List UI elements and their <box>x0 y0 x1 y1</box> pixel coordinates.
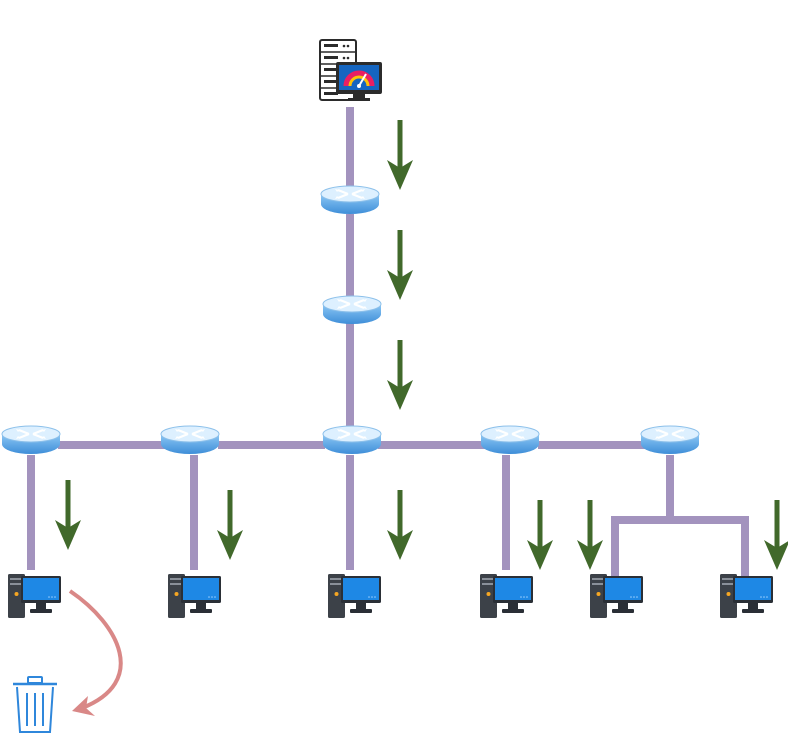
router-icon <box>159 424 221 456</box>
flow-arrows <box>55 120 788 570</box>
desktop-computer-icon <box>168 574 221 618</box>
network-links <box>27 107 749 578</box>
desktop-computer-icon <box>720 574 773 618</box>
down-arrow-icon <box>387 340 413 410</box>
desktop-computer-icon <box>590 574 643 618</box>
router-icon <box>0 424 62 456</box>
link-router-far-right-pc-5 <box>611 455 674 578</box>
router-icon <box>479 424 541 456</box>
desktop-computer-icon <box>328 574 381 618</box>
down-arrow-icon <box>217 490 243 560</box>
server-monitor-icon <box>319 39 382 101</box>
trash-bin-icon <box>13 676 57 733</box>
down-arrow-icon <box>577 500 603 570</box>
desktop-computer-icon <box>480 574 533 618</box>
down-arrow-icon <box>764 500 788 570</box>
desktop-computer-icon <box>8 574 61 618</box>
down-arrow-icon <box>387 230 413 300</box>
router-icon <box>639 424 701 456</box>
down-arrow-icon <box>387 490 413 560</box>
down-arrow-icon <box>387 120 413 190</box>
router-icon <box>319 184 381 216</box>
link-router-far-right-pc-6 <box>670 516 749 578</box>
router-icon <box>321 424 383 456</box>
router-icon <box>321 294 383 326</box>
down-arrow-icon <box>55 480 81 550</box>
down-arrow-icon <box>527 500 553 570</box>
discard-arrow <box>68 589 123 716</box>
